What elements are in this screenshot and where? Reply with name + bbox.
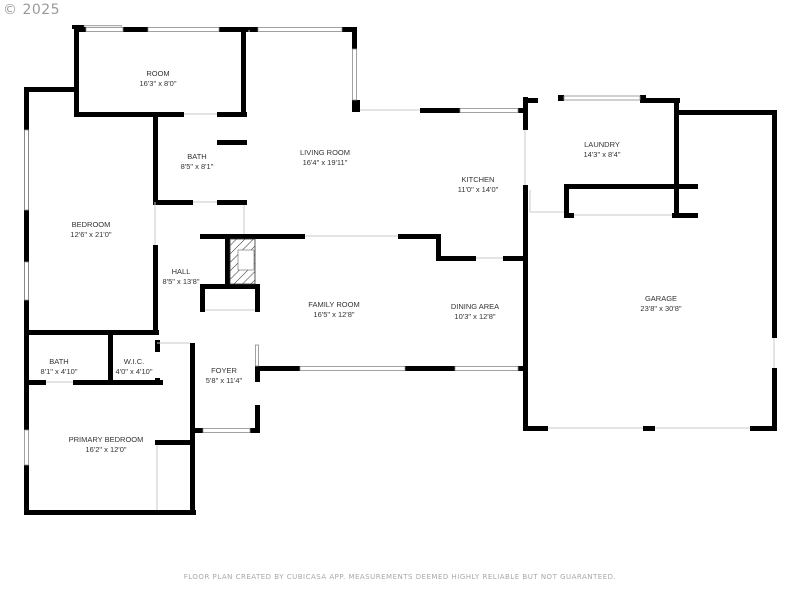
room-dims-primary-bedroom: 16'2" x 12'0" <box>85 445 126 454</box>
room-label-garage: GARAGE <box>645 294 677 303</box>
openings <box>46 30 775 510</box>
room-dims-bath-upper: 8'5" x 8'1" <box>181 162 214 171</box>
room-dims-room: 16'3" x 8'0" <box>140 79 177 88</box>
room-dims-kitchen: 11'0" x 14'0" <box>458 185 499 194</box>
room-label-bath-primary: BATH <box>49 357 68 366</box>
room-label-kitchen: KITCHEN <box>462 175 495 184</box>
room-dims-bedroom: 12'6" x 21'0" <box>70 230 111 239</box>
room-label-foyer: FOYER <box>211 366 237 375</box>
room-label-living-room: LIVING ROOM <box>300 148 350 157</box>
room-dims-family-room: 16'5" x 12'8" <box>313 310 354 319</box>
room-label-laundry: LAUNDRY <box>584 140 620 149</box>
windows <box>24 27 641 466</box>
room-labels: ROOM 16'3" x 8'0" BATH 8'5" x 8'1" LIVIN… <box>41 69 682 454</box>
room-dims-bath-primary: 8'1" x 4'10" <box>41 367 78 376</box>
walls <box>24 27 777 515</box>
room-label-dining-area: DINING AREA <box>451 302 499 311</box>
room-label-bedroom: BEDROOM <box>72 220 111 229</box>
room-dims-garage: 23'8" x 30'8" <box>640 304 681 313</box>
room-dims-foyer: 5'8" x 11'4" <box>206 376 243 385</box>
room-label-bath-upper: BATH <box>187 152 206 161</box>
room-dims-dining-area: 10'3" x 12'8" <box>454 312 495 321</box>
room-dims-living-room: 16'4" x 19'11" <box>303 158 348 167</box>
room-label-hall: HALL <box>172 267 191 276</box>
room-label-wic: W.I.C. <box>124 357 144 366</box>
room-label-family-room: FAMILY ROOM <box>308 300 359 309</box>
room-dims-hall: 8'5" x 13'8" <box>163 277 200 286</box>
room-label-primary-bedroom: PRIMARY BEDROOM <box>69 435 144 444</box>
copyright-text: © 2025 <box>3 2 61 18</box>
room-label-room: ROOM <box>146 69 169 78</box>
room-dims-wic: 4'0" x 4'10" <box>116 367 153 376</box>
room-dims-laundry: 14'3" x 8'4" <box>584 150 621 159</box>
fireplace <box>229 238 256 285</box>
disclaimer-footer: FLOOR PLAN CREATED BY CUBICASA APP. MEAS… <box>183 573 617 581</box>
